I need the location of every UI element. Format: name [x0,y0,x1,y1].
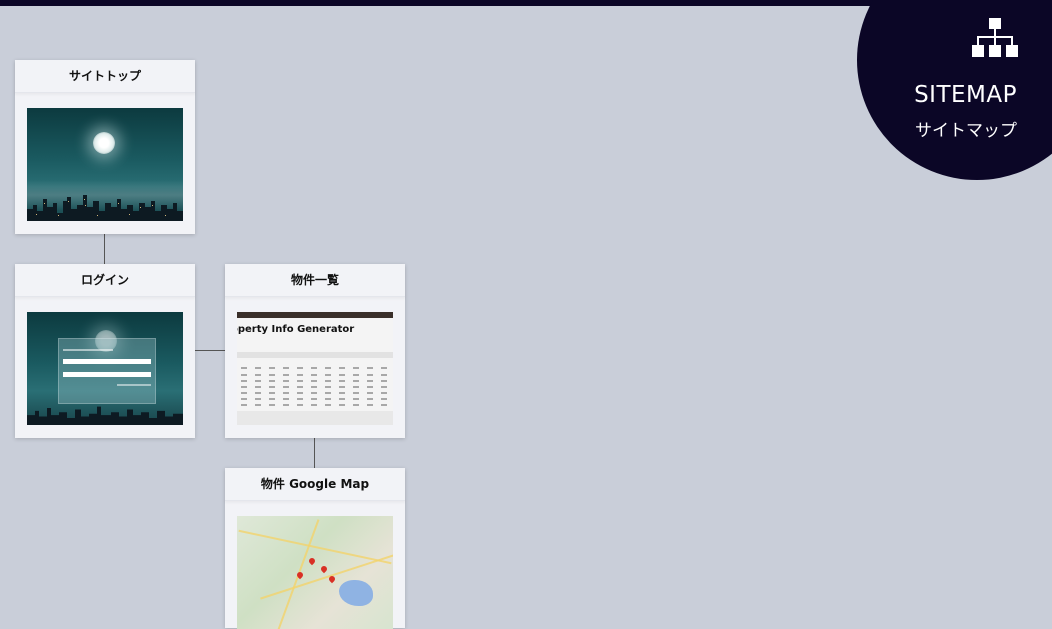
screenshot-heading: operty Info Generator [237,324,355,335]
card-site-top[interactable]: サイトトップ [15,60,195,234]
moon-image [95,330,117,352]
sitemap-icon [972,18,1018,57]
map-pin-icon[interactable] [307,556,317,566]
login-thumbnail[interactable] [27,312,183,425]
connector-list-map [314,438,315,468]
map-pin-icon[interactable] [327,574,337,584]
sitemap-badge: SITEMAP サイトマップ [857,0,1052,180]
table-header-preview [237,352,393,358]
card-title: ログイン [15,264,195,297]
property-list-thumbnail[interactable]: operty Info Generator [237,312,393,425]
card-login[interactable]: ログイン [15,264,195,438]
connector-top-login [104,234,105,264]
card-title: 物件一覧 [225,264,405,297]
site-top-thumbnail[interactable] [27,108,183,221]
sitemap-title-jp: サイトマップ [915,121,1017,141]
city-skyline-image [27,195,183,221]
property-map-thumbnail[interactable] [237,516,393,629]
top-bar [0,0,1052,6]
card-title: サイトトップ [15,60,195,93]
city-skyline-image [27,406,183,425]
sitemap-title-en: SITEMAP [914,82,1017,108]
connector-login-list [195,350,225,351]
card-title: 物件 Google Map [225,468,405,501]
map-pin-icon[interactable] [319,564,329,574]
bay-water [339,580,373,606]
moon-image [93,132,115,154]
card-property-map[interactable]: 物件 Google Map [225,468,405,629]
card-property-list[interactable]: 物件一覧 operty Info Generator [225,264,405,438]
login-form-preview [58,338,156,404]
